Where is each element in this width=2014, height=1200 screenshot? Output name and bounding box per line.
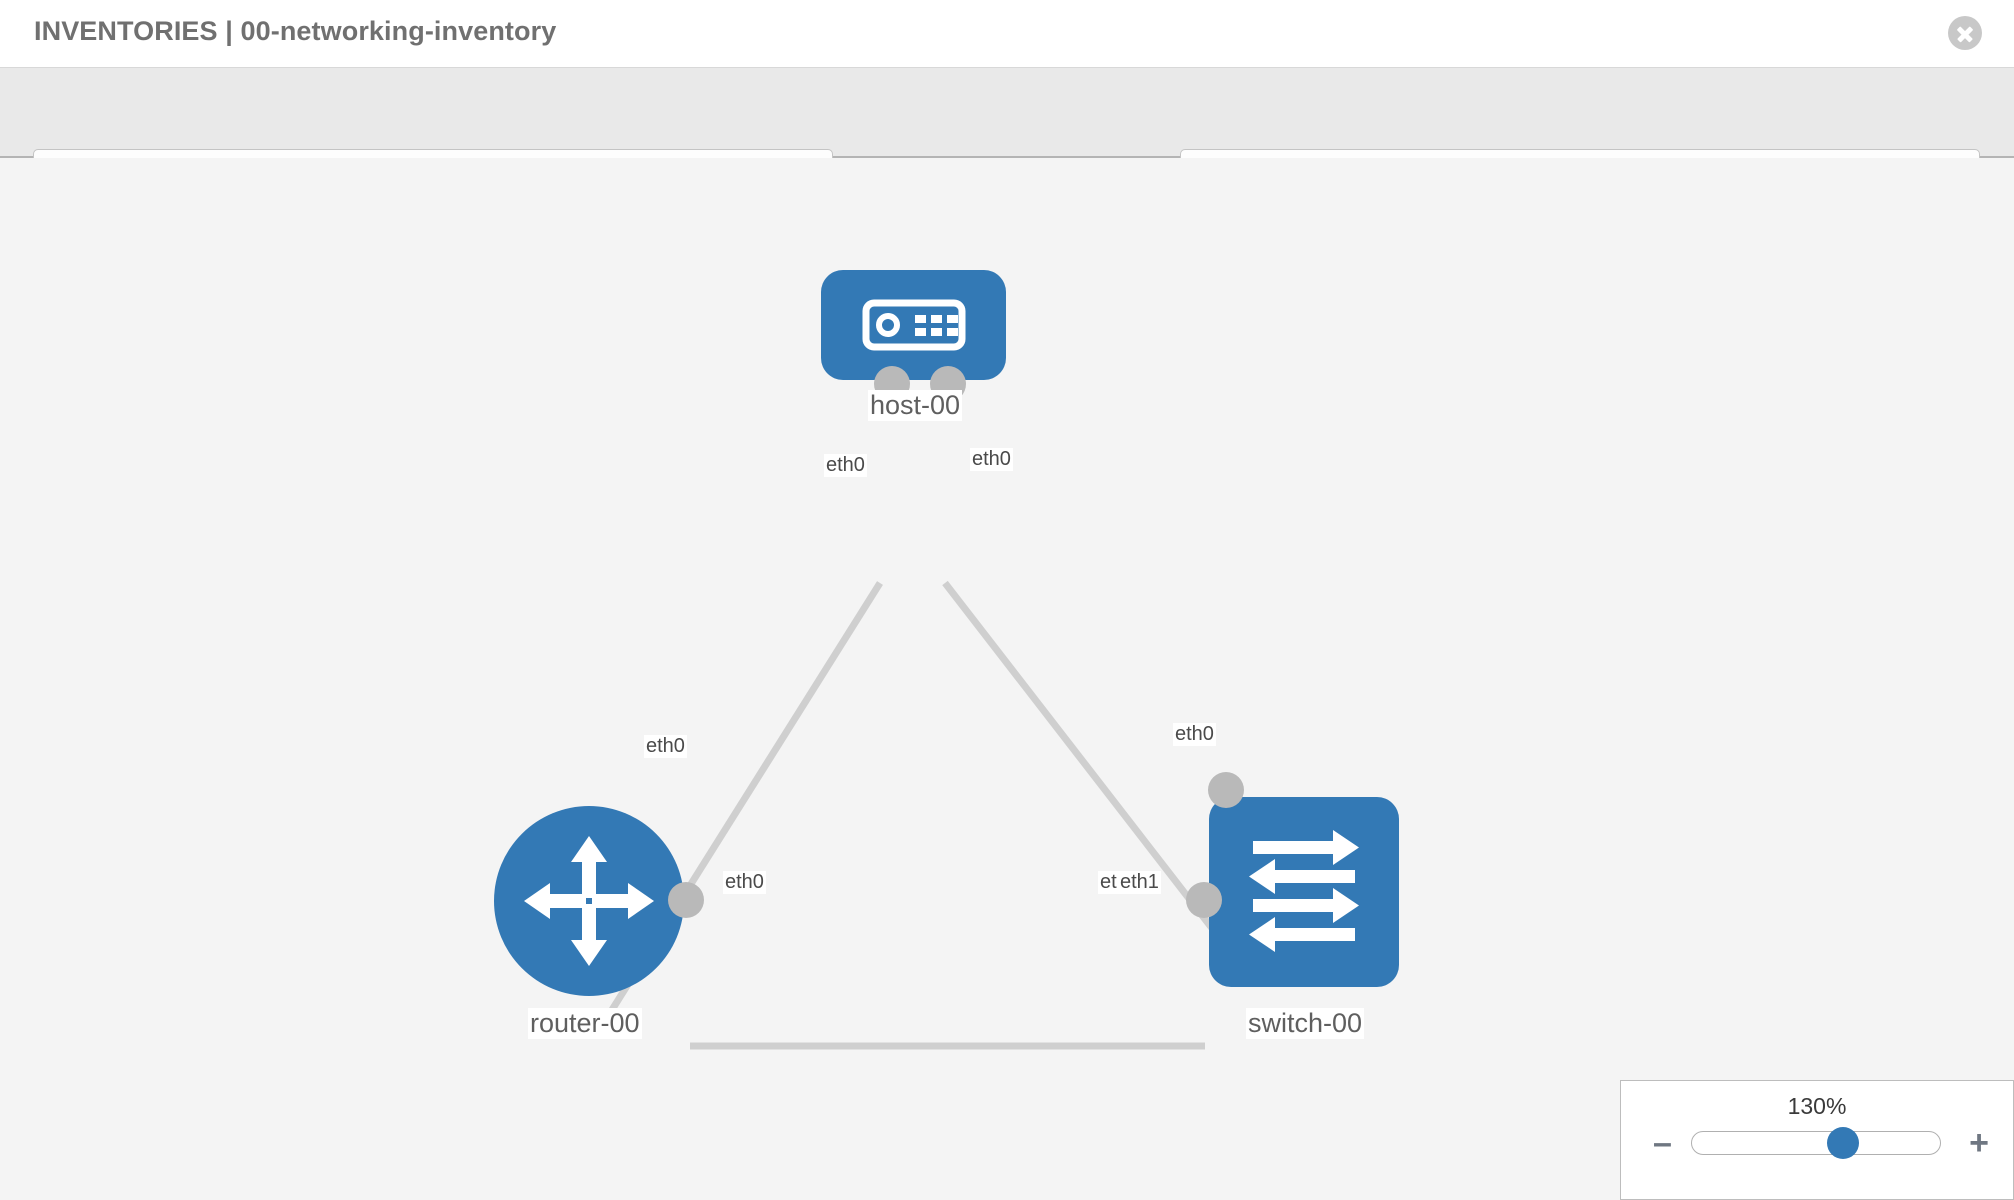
router-icon: [524, 836, 654, 966]
interface-label: eth0: [723, 871, 766, 894]
interface-label: eth1: [1118, 871, 1161, 894]
zoom-in-button[interactable]: +: [1969, 1124, 1989, 1162]
topology-node-label-switch-00: switch-00: [1246, 1008, 1365, 1039]
zoom-level-value: 130%: [1787, 1093, 1847, 1119]
toolbar: ACTIONS SEARCH: [0, 68, 2014, 202]
host-icon: [862, 299, 966, 351]
close-icon[interactable]: [1948, 16, 1982, 50]
topology-node-host-00[interactable]: [821, 270, 1006, 380]
switch-icon: [1249, 830, 1359, 952]
interface-nub-router-right[interactable]: [668, 882, 704, 918]
zoom-out-button[interactable]: –: [1653, 1124, 1672, 1162]
topology-node-label-router-00: router-00: [528, 1008, 642, 1039]
page-header: INVENTORIES | 00-networking-inventory: [0, 0, 2014, 68]
interface-label: eth0: [970, 448, 1013, 471]
zoom-slider-thumb[interactable]: [1827, 1127, 1860, 1159]
interface-nub-switch-top[interactable]: [1208, 772, 1244, 808]
topology-node-switch-00[interactable]: [1209, 797, 1399, 987]
zoom-slider[interactable]: [1691, 1127, 1941, 1159]
interface-label: eth0: [644, 735, 687, 758]
page-title: INVENTORIES | 00-networking-inventory: [34, 16, 557, 46]
topology-links: [607, 580, 1238, 1050]
topology-node-label-host-00: host-00: [868, 390, 963, 421]
interface-label: eth0: [824, 454, 867, 477]
interface-nub-switch-left[interactable]: [1186, 882, 1222, 918]
zoom-control-panel: 130% – +: [1620, 1080, 2014, 1200]
interface-label: eth0: [1173, 723, 1216, 746]
topology-canvas[interactable]: host-00 router-00: [0, 158, 2014, 1200]
topology-node-router-00[interactable]: [494, 806, 684, 996]
